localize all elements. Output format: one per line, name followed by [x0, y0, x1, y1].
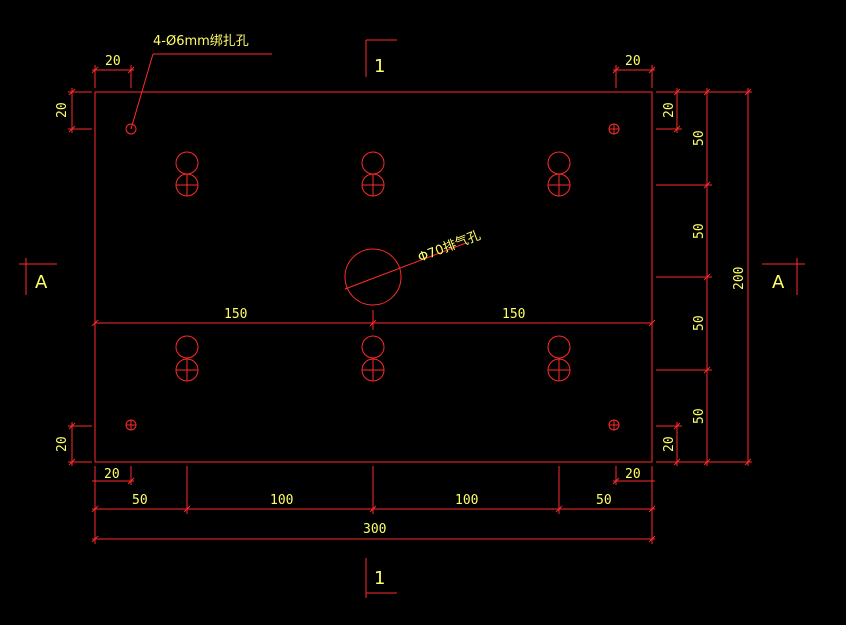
section-marker-top: 1: [365, 39, 397, 77]
rebar-hole-pair-bottom-right: [547, 335, 571, 382]
dim-text-right-top: 20: [662, 102, 677, 118]
corner-hole-bottom-left: [125, 419, 137, 431]
dim-left-top-20: 20: [55, 88, 92, 133]
dim-bottom-300: 300: [91, 522, 656, 543]
dim-bottom-chain: 50 100 100 50: [91, 466, 656, 544]
dim-text-right-50-4: 50: [692, 408, 707, 424]
dim-text-bottom-50-right: 50: [596, 493, 612, 508]
corner-hole-bottom-right: [608, 419, 620, 431]
section-marker-left: A: [19, 258, 57, 295]
vent-hole-note-text: Φ70排气孔: [416, 227, 483, 266]
dim-text-top-right: 20: [625, 54, 641, 69]
section-label-right: A: [772, 272, 785, 293]
rebar-hole-pair-bottom-center: [361, 335, 385, 382]
rebar-hole-pair-top-center: [361, 151, 385, 197]
dim-text-left-top: 20: [55, 102, 70, 118]
dim-text-total-300: 300: [363, 522, 386, 537]
section-label-top: 1: [374, 56, 385, 77]
dim-text-bottom-50-left: 50: [132, 493, 148, 508]
dim-text-top-left: 20: [105, 54, 121, 69]
dim-text-left-bottom: 20: [55, 436, 70, 452]
dim-left-bottom-20: 20: [55, 422, 92, 466]
dim-text-right-bottom: 20: [662, 436, 677, 452]
section-marker-bottom: 1: [365, 558, 397, 598]
dim-top-right-20: 20: [612, 54, 656, 88]
dim-top-left-20: 20: [91, 54, 135, 88]
dim-text-mid-left: 150: [224, 307, 247, 322]
dim-right-200: 200: [712, 88, 752, 466]
dim-text-right-50-3: 50: [692, 315, 707, 331]
dim-text-right-50-1: 50: [692, 130, 707, 146]
dim-text-total-200: 200: [732, 267, 747, 290]
dim-mid-150: 150 150: [91, 307, 656, 330]
plate-outline: [94, 91, 653, 463]
rebar-hole-pair-top-right: [547, 151, 571, 197]
dim-right-top-20: 20: [656, 88, 682, 133]
vent-hole: Φ70排气孔: [344, 227, 483, 306]
section-label-bottom: 1: [374, 568, 385, 589]
section-label-left: A: [35, 272, 48, 293]
dim-right-bottom-20: 20: [656, 422, 682, 466]
dim-text-mid-right: 150: [502, 307, 525, 322]
bolt-hole-note: 4-Ø6mm绑扎孔: [130, 34, 272, 130]
rebar-hole-pair-top-left: [175, 151, 199, 197]
dim-text-bottom-left-20: 20: [104, 467, 120, 482]
bolt-hole-note-text: 4-Ø6mm绑扎孔: [153, 34, 249, 49]
dim-text-right-50-2: 50: [692, 223, 707, 239]
corner-hole-top-right: [608, 123, 620, 135]
dim-text-bottom-right-20: 20: [625, 467, 641, 482]
corner-hole-top-left: [125, 123, 137, 135]
dim-text-bottom-100-right: 100: [455, 493, 478, 508]
section-marker-right: A: [762, 258, 805, 295]
rebar-hole-pair-bottom-left: [175, 335, 199, 382]
dim-text-bottom-100-left: 100: [270, 493, 293, 508]
dim-bottom-20s: 20 20: [92, 466, 655, 485]
dim-right-50-chain: 50 50 50 50: [656, 88, 712, 466]
